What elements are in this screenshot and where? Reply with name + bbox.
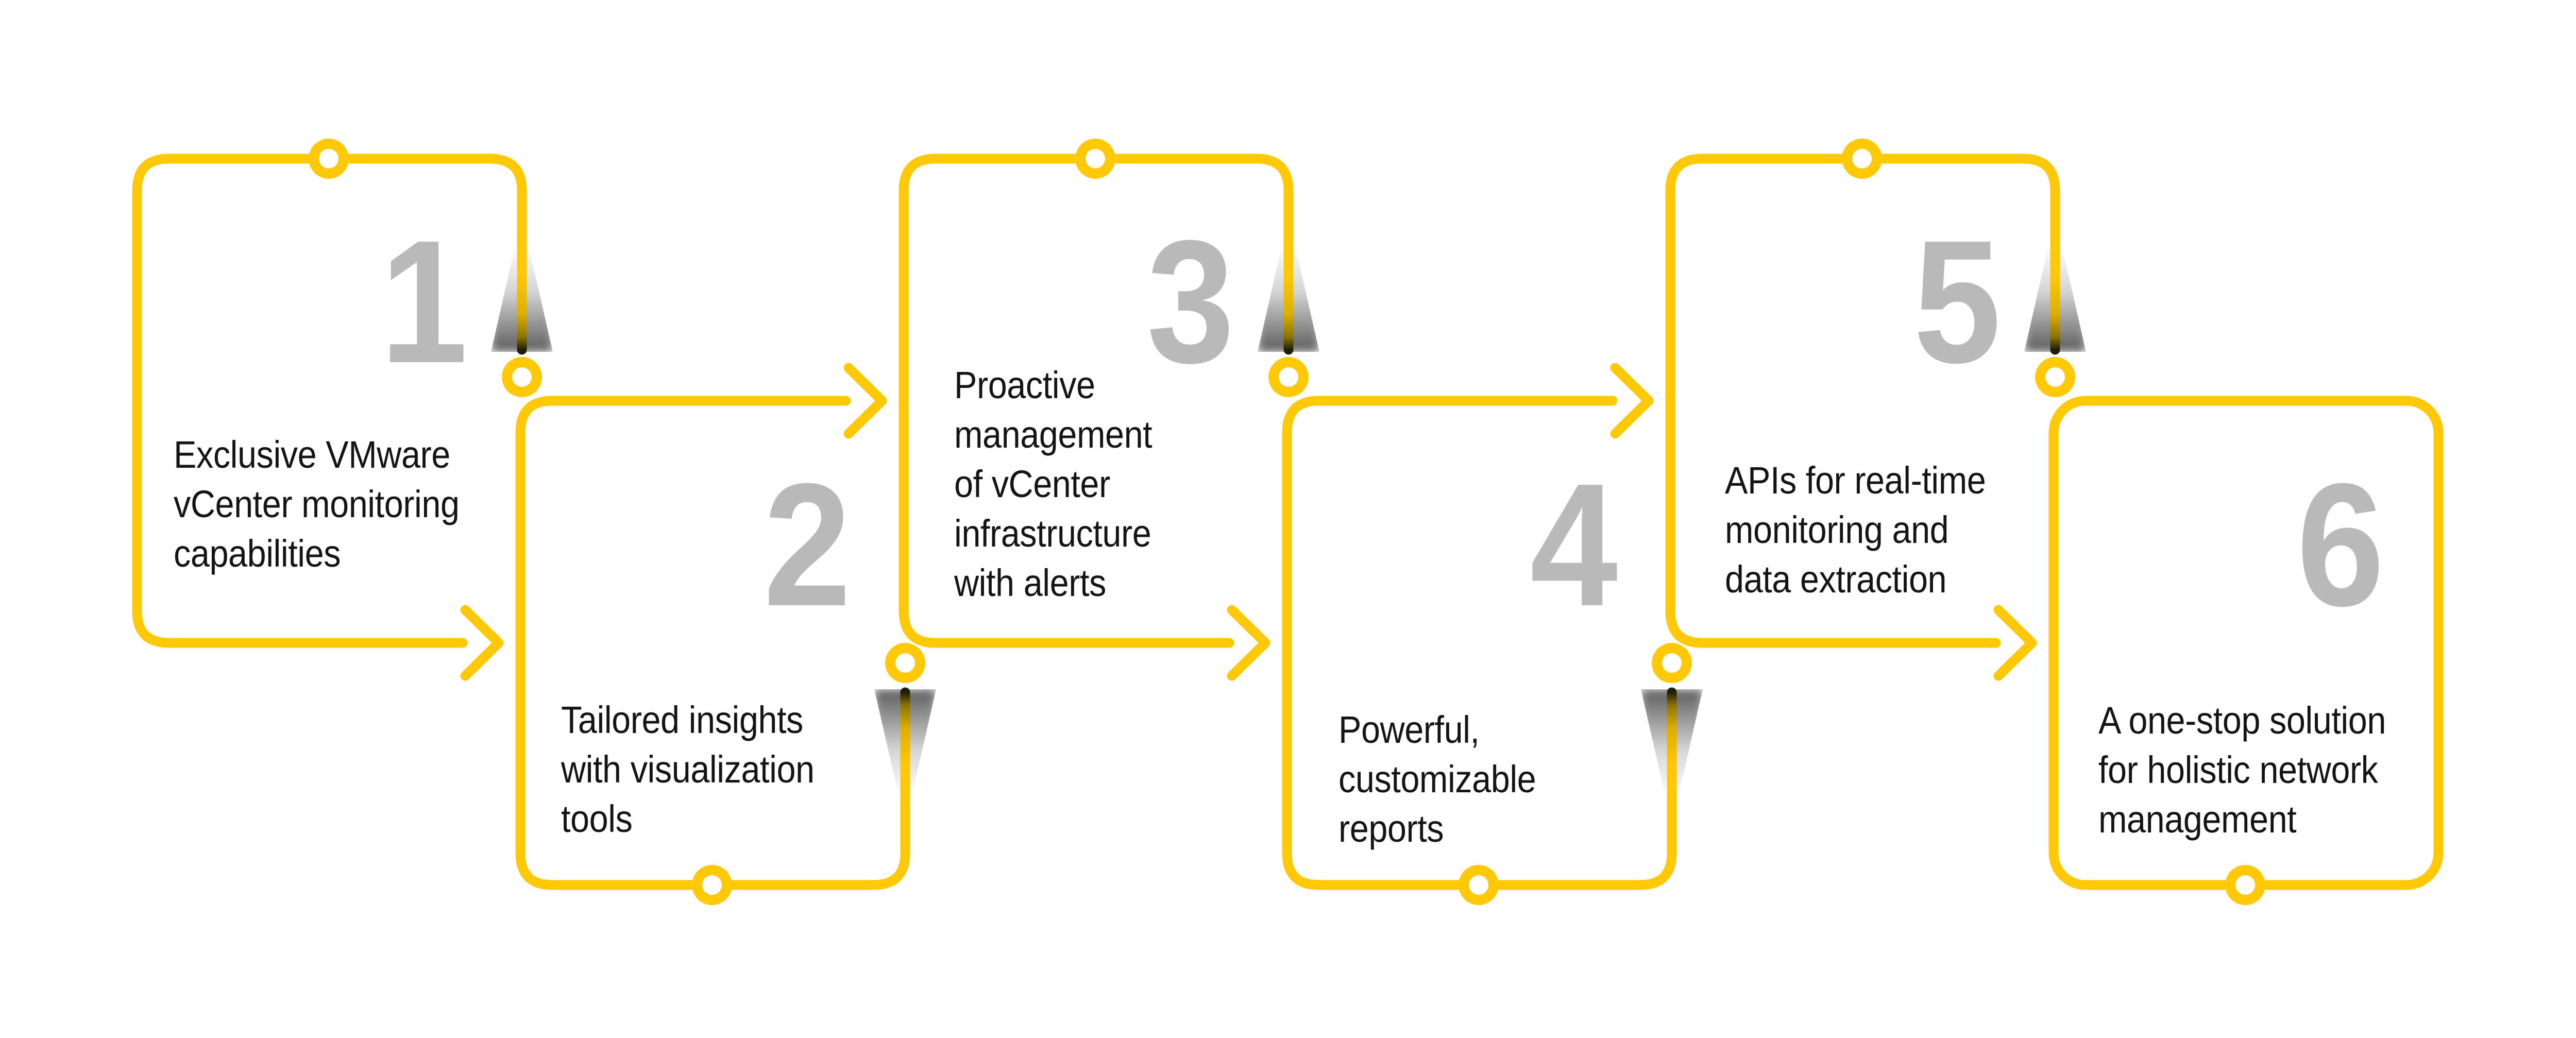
step-4-number: 4: [1530, 447, 1618, 643]
step-6-bottom-ring-icon: [2225, 865, 2265, 905]
junction-ring-5-6-icon: [2035, 357, 2075, 397]
ring-nodes: [309, 139, 2265, 905]
junction-ring-1-2-icon: [502, 357, 542, 397]
step-1-label: Exclusive VMware vCenter monitoring capa…: [174, 433, 460, 575]
step-4-label: Powerful, customizable reports: [1338, 708, 1536, 850]
step-5-shape: [1665, 154, 2060, 681]
step-3-outline: [899, 154, 1262, 648]
step-5-number: 5: [1913, 204, 2001, 400]
step-3-shape: [899, 154, 1294, 681]
step-1-top-ring-icon: [309, 139, 349, 179]
step-5-top-ring-icon: [1842, 139, 1882, 179]
step-4-outline: [1282, 396, 1677, 890]
step-4-shape: [1282, 363, 1677, 890]
step-2-label: Tailored insights with visualization too…: [561, 699, 815, 840]
junction-ring-4-5-icon: [1652, 643, 1692, 683]
step-2-bottom-ring-icon: [692, 865, 732, 905]
step-5-label: APIs for real-time monitoring and data e…: [1725, 459, 1986, 601]
step-1-shape: [132, 154, 527, 681]
step-3-top-ring-icon: [1075, 139, 1115, 179]
step-5-fading-edge: [2018, 154, 2060, 355]
junction-ring-2-3-icon: [885, 643, 925, 683]
step-3-fading-edge: [1251, 154, 1294, 355]
step-2-shape: [515, 363, 910, 890]
step-2-arrow-icon: [843, 363, 887, 439]
step-5-outline: [1665, 154, 2028, 648]
step-1-arrow-icon: [460, 605, 504, 681]
step-4-arrow-icon: [1610, 363, 1654, 439]
step-5-arrow-icon: [1993, 605, 2037, 681]
step-4-bottom-ring-icon: [1459, 865, 1499, 905]
step-6-number: 6: [2296, 447, 2384, 643]
step-2-outline: [515, 396, 910, 890]
step-1-number: 1: [380, 204, 468, 400]
step-2-number: 2: [763, 447, 851, 643]
step-1-outline: [132, 154, 495, 648]
junction-ring-3-4-icon: [1268, 357, 1309, 397]
step-6-label: A one-stop solution for holistic network…: [2098, 699, 2386, 841]
step-3-number: 3: [1146, 204, 1234, 400]
step-3-arrow-icon: [1227, 605, 1270, 681]
step-1-fading-edge: [485, 154, 527, 355]
step-3-label: Proactive management of vCenter infrastr…: [954, 364, 1153, 604]
